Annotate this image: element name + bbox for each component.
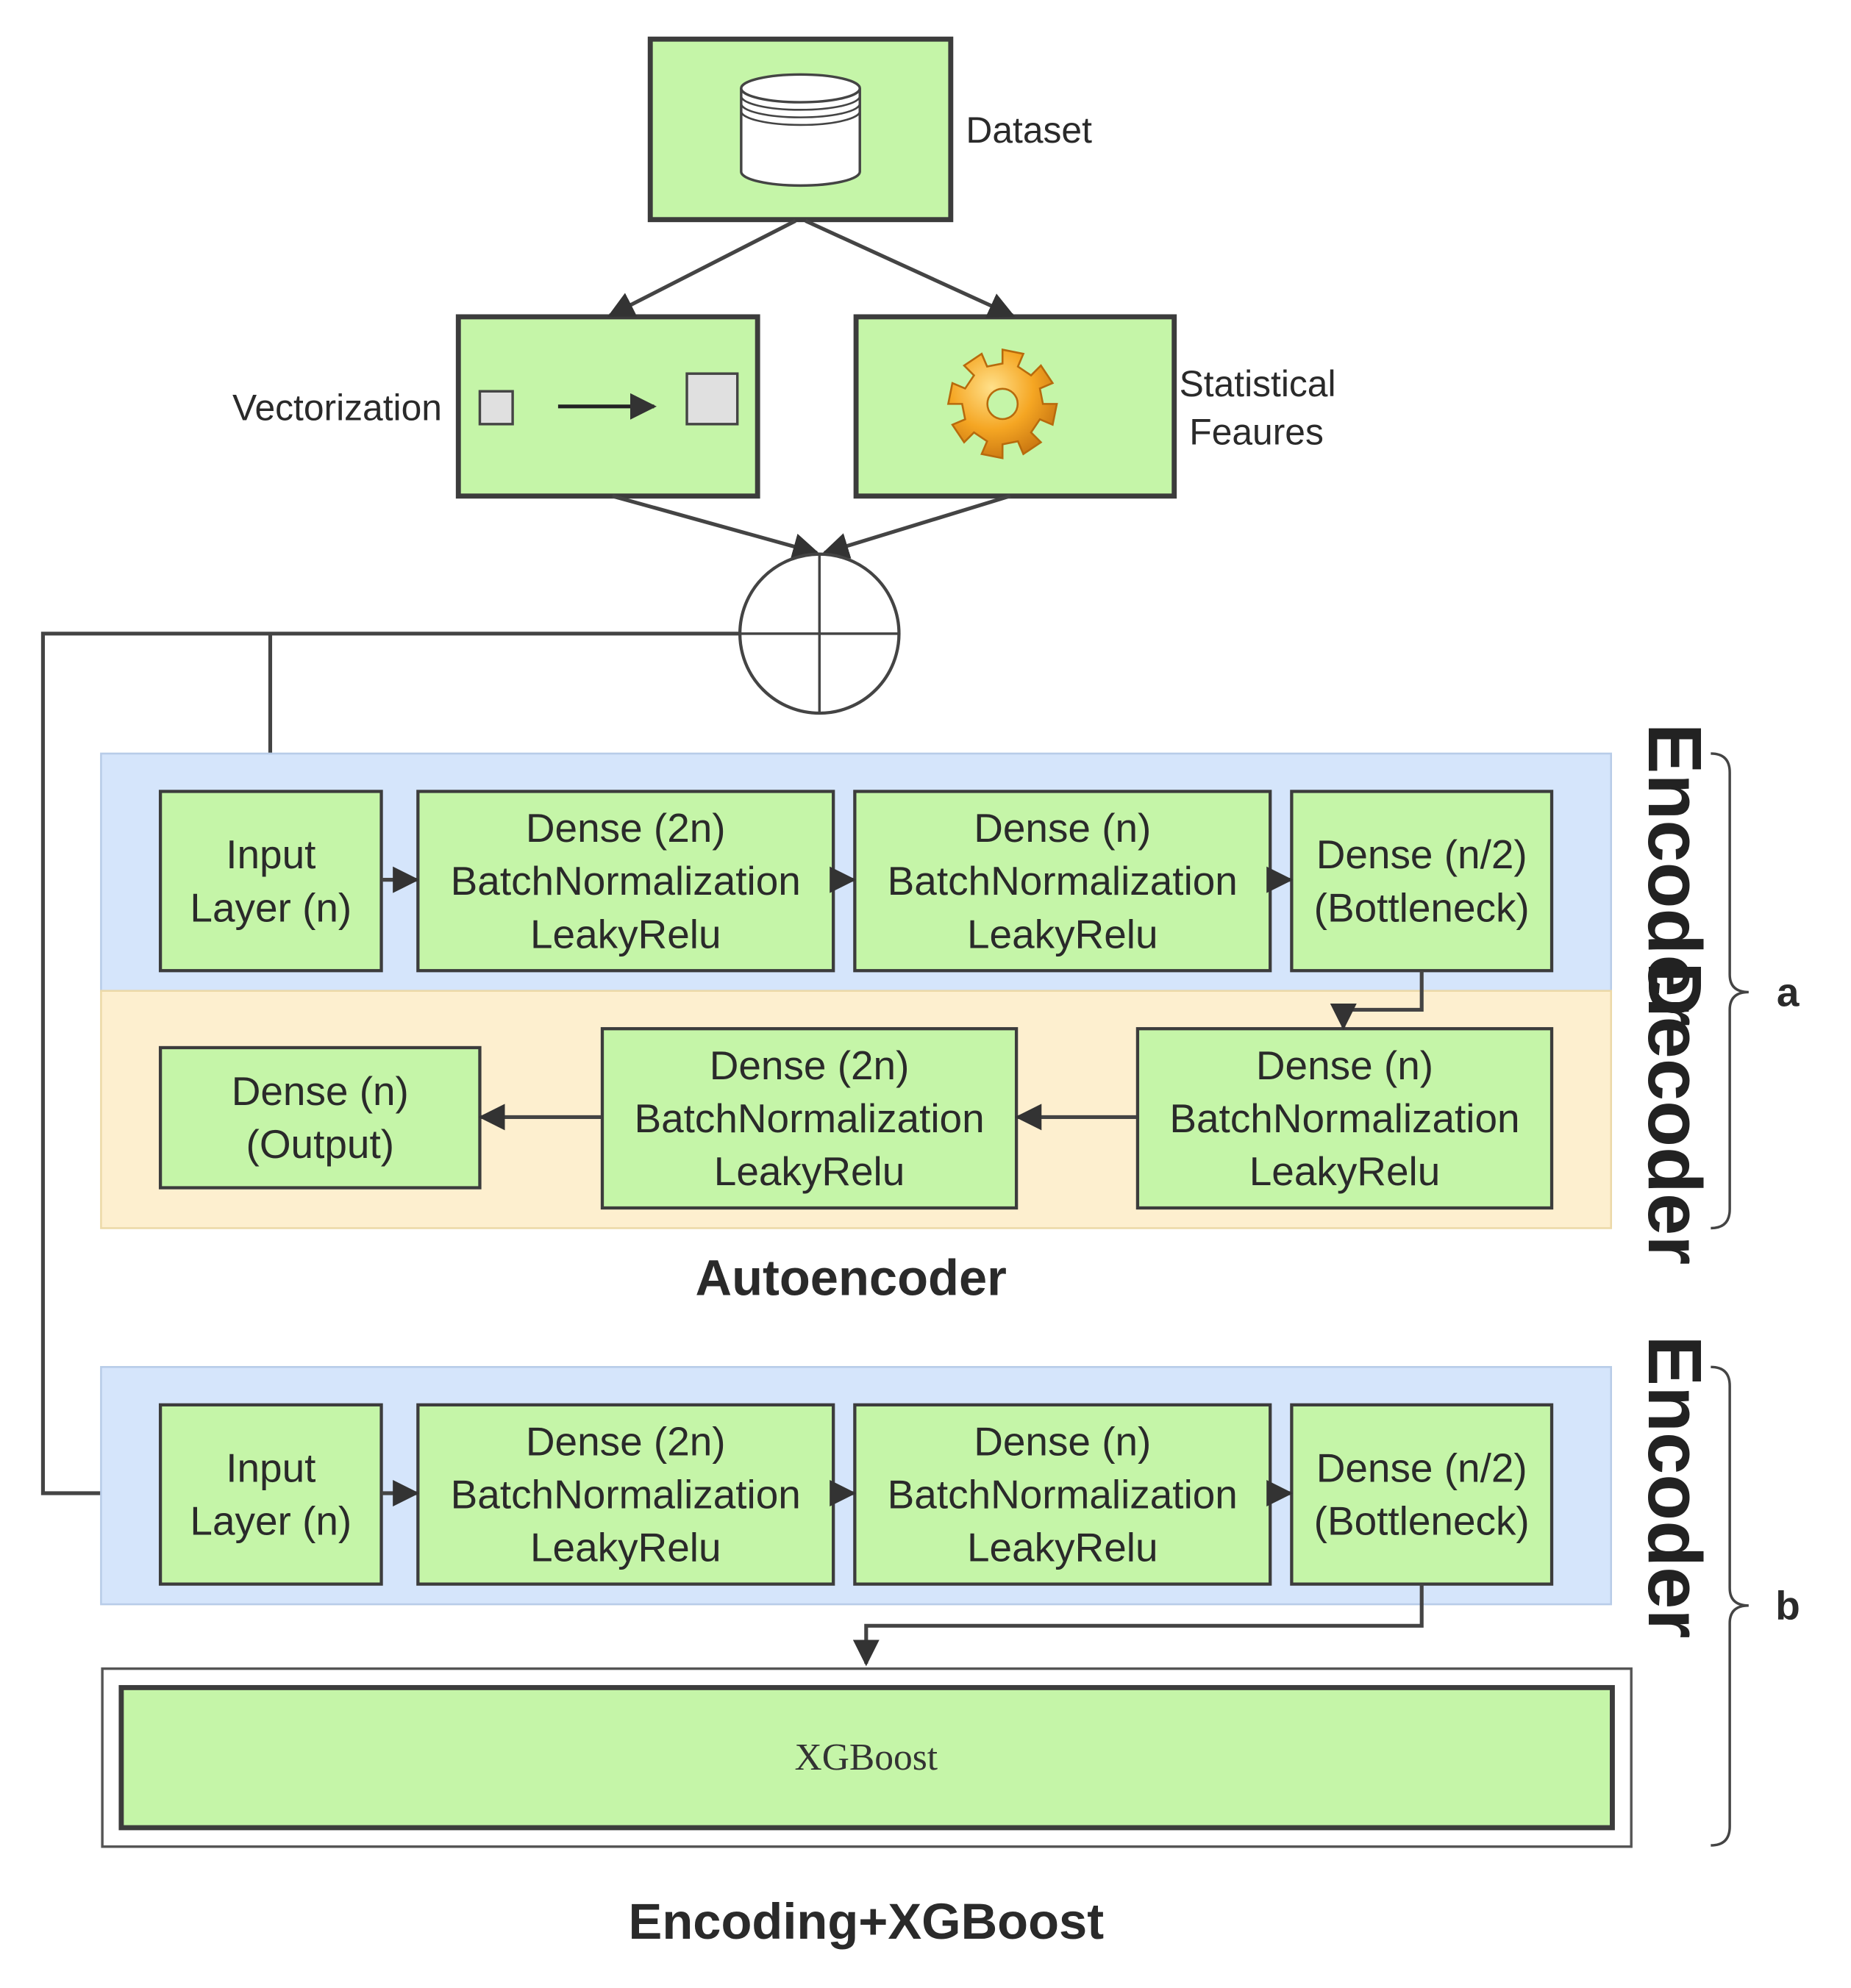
encoder_b-layer-1-line-2: LeakyRelu (530, 1525, 721, 1570)
brace-b-label: b (1775, 1583, 1800, 1628)
brace-b (1711, 1365, 1749, 1847)
brace-a-label: a (1777, 969, 1800, 1015)
decoder_a-layer-0: Dense (n) (Output) (158, 1045, 482, 1190)
autoencoder-title: Autoencoder (696, 1249, 1007, 1306)
xgboost-node (101, 1667, 1633, 1848)
encoder_a-layer-2-line-1: BatchNormalization (888, 858, 1238, 904)
decoder-a-layers: Dense (n) (Output) Dense (2n) BatchNormaliz… (158, 1027, 1554, 1210)
decoder_a-layer-1-line-1: BatchNormalization (634, 1095, 984, 1141)
encoder-a-label: Encoder (1633, 723, 1717, 1026)
statistical-label-line1: Statistical (1180, 363, 1336, 404)
decoder_a-layer-1-line-2: LeakyRelu (714, 1148, 905, 1194)
encoder_b-layer-1-line-1: BatchNormalization (451, 1472, 801, 1517)
encoder_a-layer-1-line-0: Dense (2n) (526, 805, 726, 851)
decoder-a-label: Decoder (1633, 962, 1717, 1265)
dataset-label: Dataset (966, 110, 1092, 151)
encoder_a-layer-0-line-0: Input (226, 832, 315, 877)
decoder_a-layer-0-line-0: Dense (n) (232, 1068, 409, 1114)
encoder_a-layer-3-line-1: (Bottleneck) (1314, 884, 1530, 930)
xgboost-label: XGBoost (795, 1737, 938, 1778)
edge-bottleneck-decoder (1330, 970, 1424, 1031)
encoder_b-layer-3: Dense (n/2) (Bottleneck) (1290, 1403, 1554, 1586)
decoder_a-layer-1-line-0: Dense (2n) (710, 1043, 910, 1088)
encoder_a-layer-2-line-2: LeakyRelu (967, 911, 1158, 957)
encoder-b-label: Encoder (1633, 1335, 1717, 1638)
concat-symbol-icon (738, 552, 901, 715)
encoder_a-layer-3-line-0: Dense (n/2) (1316, 832, 1527, 877)
encoder_a-layer-1-line-1: BatchNormalization (451, 858, 801, 904)
dataset-node (647, 36, 954, 223)
encoder_b-layer-2-line-1: BatchNormalization (888, 1472, 1238, 1517)
encoder_b-layer-2-line-2: LeakyRelu (967, 1525, 1158, 1570)
output-square-icon (685, 372, 739, 426)
decoder_a-layer-2-line-1: BatchNormalization (1169, 1095, 1519, 1141)
statistical-features-node (853, 314, 1177, 499)
encoder_b-layer-3-line-1: (Bottleneck) (1314, 1498, 1530, 1544)
decoder_a-layer-2-line-2: LeakyRelu (1249, 1148, 1441, 1194)
encoder_a-layer-0-line-1: Layer (n) (190, 884, 352, 930)
decoder_a-layer-0-line-1: (Output) (246, 1121, 394, 1167)
input-square-icon (478, 390, 514, 426)
edge-dataset-statistical (805, 219, 1016, 318)
brace-a (1711, 752, 1749, 1230)
edge-statistical-concat (821, 494, 1011, 559)
decoder_a-layer-2-line-0: Dense (n) (1256, 1043, 1433, 1088)
vectorization-node (455, 314, 760, 499)
database-icon (740, 73, 861, 187)
vectorization-label: Vectorization (232, 387, 442, 429)
edge-dataset-vectorization (607, 219, 796, 318)
encoding-xgboost-title: Encoding+XGBoost (629, 1893, 1105, 1950)
encoder_b-layer-2-line-0: Dense (n) (974, 1418, 1151, 1464)
gear-icon (946, 348, 1058, 460)
edge-bottleneck-xgboost (852, 1584, 1424, 1667)
edge-vectorization-concat (612, 494, 820, 559)
statistical-label-line2: Feaures (1189, 411, 1324, 452)
encoder_a-layer-3: Dense (n/2) (Bottleneck) (1290, 790, 1554, 973)
encoder_b-layer-3-line-0: Dense (n/2) (1316, 1445, 1527, 1491)
encoder_a-layer-1-line-2: LeakyRelu (530, 911, 721, 957)
encoder_b-layer-0-line-0: Input (226, 1445, 315, 1491)
encoder_b-layer-0-line-1: Layer (n) (190, 1498, 352, 1544)
encoder_b-layer-1-line-0: Dense (2n) (526, 1418, 726, 1464)
encoder_a-layer-2-line-0: Dense (n) (974, 805, 1151, 851)
